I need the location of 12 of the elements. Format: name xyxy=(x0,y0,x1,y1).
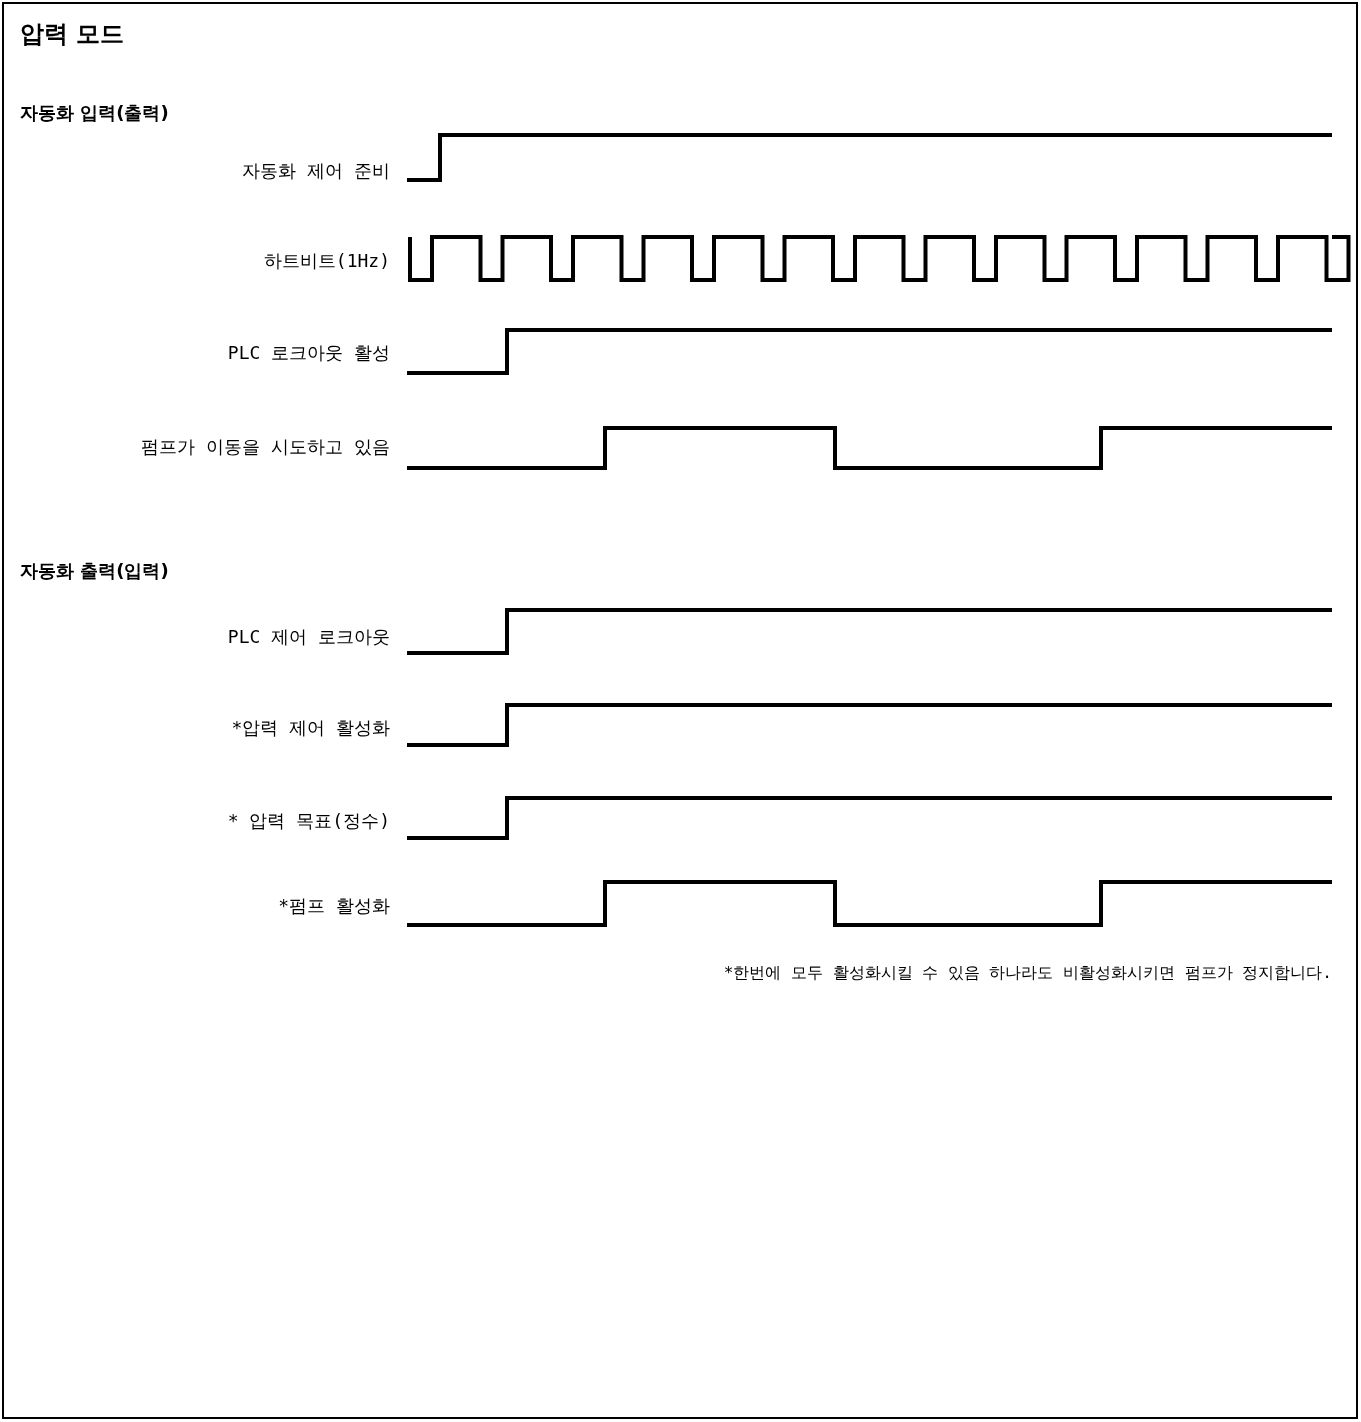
signal-label: 자동화 제어 준비 xyxy=(242,159,390,183)
section-heading: 자동화 입력(출력) xyxy=(20,101,169,125)
signal-label: * 압력 목표(정수) xyxy=(227,809,390,833)
section-heading: 자동화 출력(입력) xyxy=(20,559,169,583)
footnote: *한번에 모두 활성화시킬 수 있음 하나라도 비활성화시키면 펌프가 정지합니다. xyxy=(723,963,1332,984)
diagram-title: 압력 모드 xyxy=(20,19,125,50)
signal-label: 하트비트(1Hz) xyxy=(263,249,390,273)
signal-label: 펌프가 이동을 시도하고 있음 xyxy=(141,435,390,459)
signal-label: *압력 제어 활성화 xyxy=(231,716,390,740)
signal-label: PLC 로크아웃 활성 xyxy=(227,341,390,365)
signal-label: *펌프 활성화 xyxy=(278,894,390,918)
signal-label: PLC 제어 로크아웃 xyxy=(227,625,390,649)
